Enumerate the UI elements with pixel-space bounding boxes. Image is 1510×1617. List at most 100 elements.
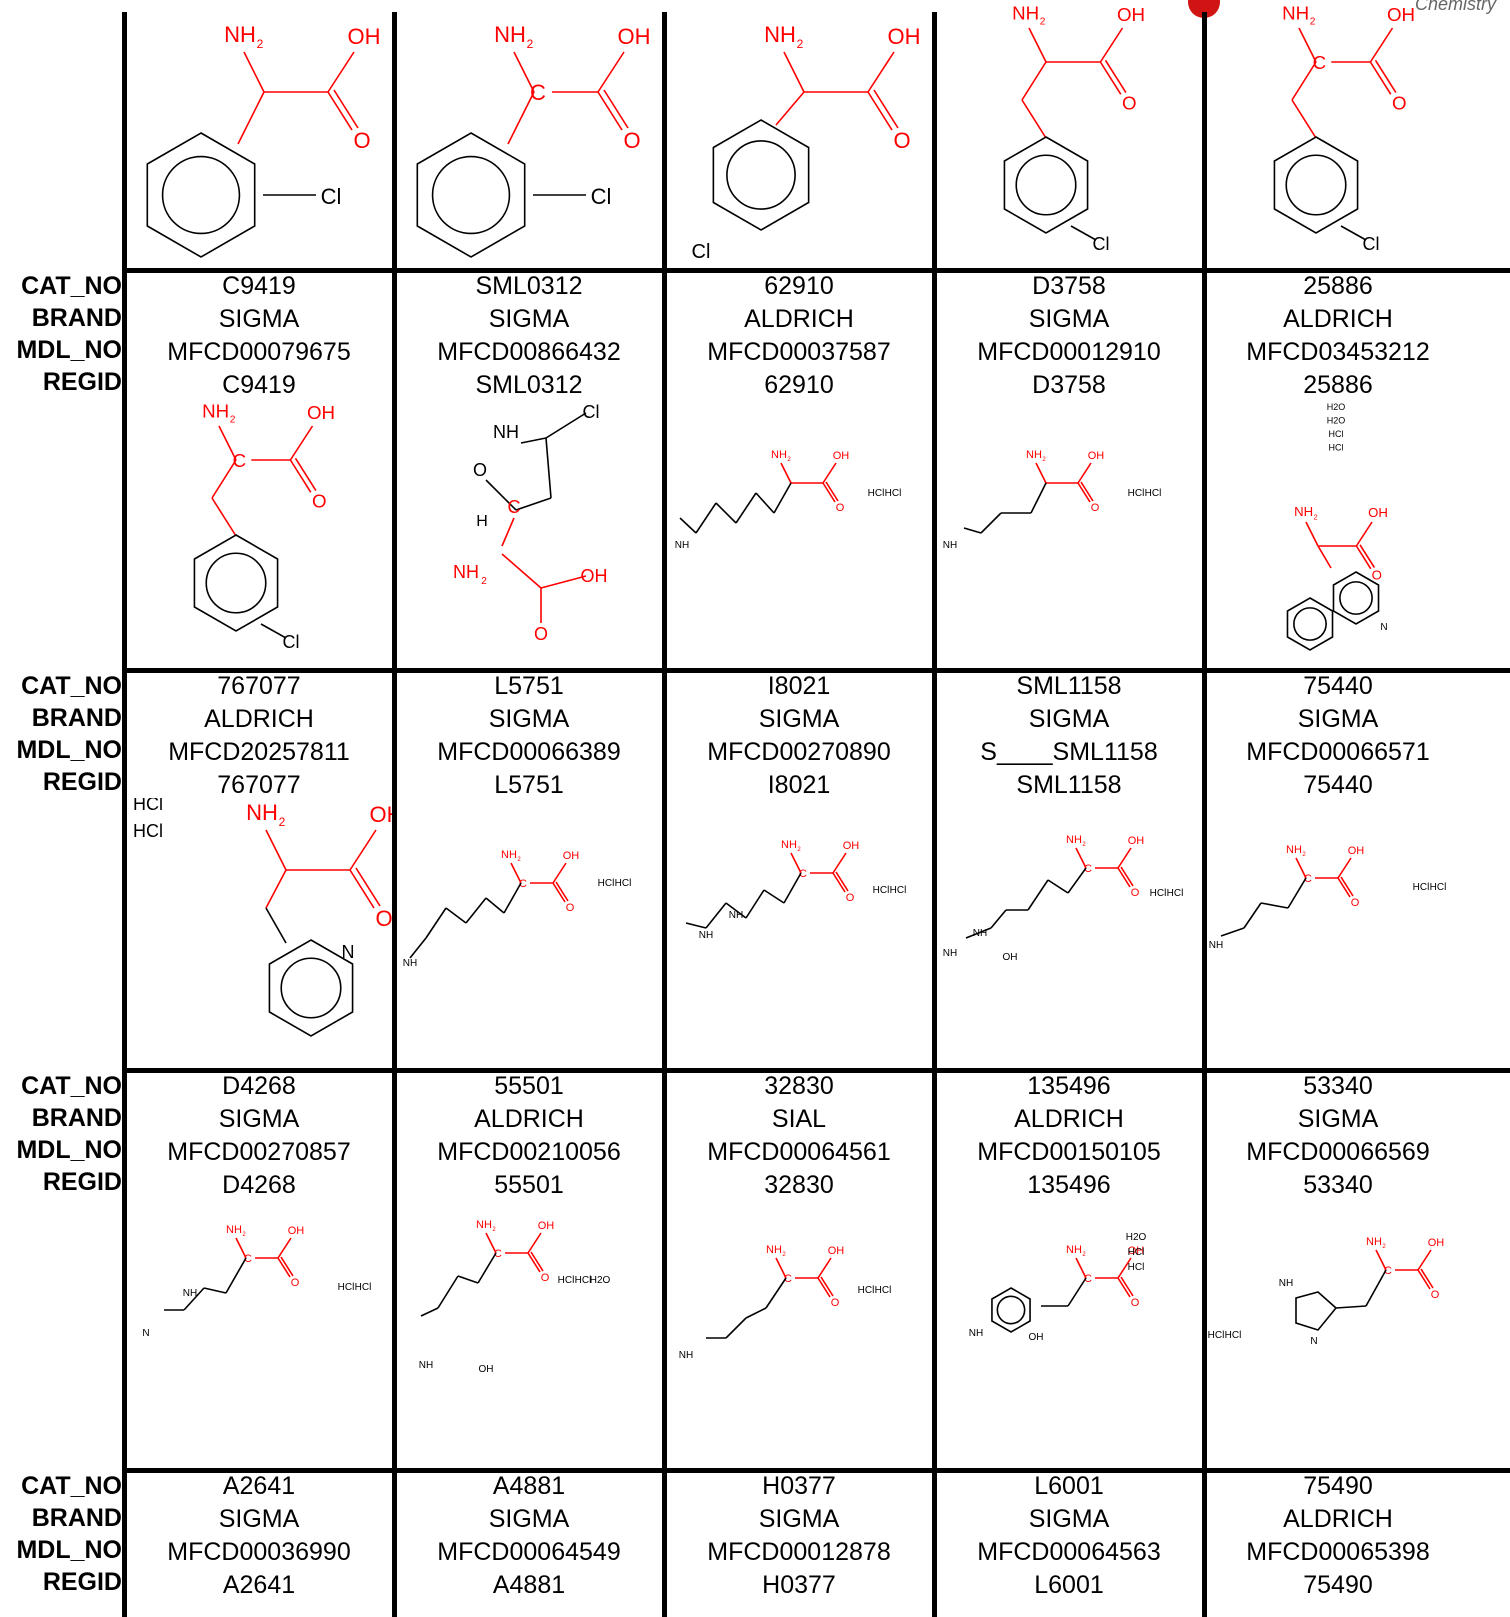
product-mdl: MFCD03453212 (1246, 338, 1430, 366)
bond-line (1027, 879, 1049, 911)
aromatic-circle (1285, 154, 1347, 216)
bond-line (552, 862, 567, 884)
product-cat: 53340 (1303, 1072, 1373, 1100)
field-label-regid: REGID (42, 1568, 122, 1596)
oxo-label: O (1431, 1289, 1440, 1301)
product-mdl: MFCD00036990 (167, 1538, 351, 1566)
benzene-ring (1003, 136, 1089, 234)
chiral-center-label: C (799, 868, 807, 880)
amine-label: NH (246, 800, 278, 825)
product-cat: 135496 (1027, 1072, 1111, 1100)
chloro-label: Cl (591, 184, 612, 209)
chiral-center-label: C (1084, 1273, 1092, 1285)
bond-line (1243, 902, 1262, 929)
chain-amine-label: NH (969, 1328, 983, 1339)
bond-line (1417, 1269, 1431, 1290)
amine-label: NH (476, 1219, 492, 1231)
subscript-label: 2 (257, 37, 264, 51)
product-mdl: MFCD00012910 (977, 338, 1161, 366)
bond-line (485, 897, 505, 914)
bond-line (555, 881, 569, 902)
salt-label: HCl (1430, 882, 1447, 893)
bond-line (783, 51, 805, 93)
bond-line (333, 89, 359, 129)
grid-divider-vertical (932, 12, 937, 1617)
acid-label: OH (618, 24, 651, 49)
bond-line (485, 479, 517, 511)
chiral-center-label: C (494, 1248, 502, 1260)
bond-line (832, 872, 846, 893)
bond-line (203, 1287, 227, 1294)
bond-line (867, 51, 895, 93)
amine-label: NH (766, 1244, 782, 1256)
bond-line (545, 412, 587, 439)
chain-amine-label: NH (679, 1350, 693, 1361)
bond-line (603, 89, 629, 129)
bond-line (1117, 1277, 1131, 1298)
bond-line (825, 481, 839, 502)
product-regid: 62910 (764, 371, 834, 399)
salt-label: HCl (1128, 1262, 1145, 1273)
subscript-label: 2 (1314, 513, 1318, 522)
salt-label: HCl (1329, 429, 1344, 439)
product-brand: SIGMA (1028, 1505, 1110, 1533)
ring-nh-label: NH (493, 422, 519, 442)
salt-label: HCl (133, 798, 163, 814)
bond-line (725, 1317, 747, 1339)
amine-label: NH (764, 22, 796, 47)
bond-line (211, 497, 237, 537)
subscript-label: 2 (782, 1252, 786, 1258)
bond-line (822, 462, 837, 484)
acid-label: OH (288, 1225, 305, 1237)
bond-line (715, 502, 737, 524)
grid-divider-vertical (1202, 12, 1207, 1617)
amine-label: NH (1066, 834, 1082, 846)
product-brand: ALDRICH (204, 705, 314, 733)
bond-line (1030, 482, 1047, 514)
product-brand: SIGMA (488, 705, 570, 733)
bond-line (465, 897, 487, 924)
product-regid: 767077 (217, 771, 301, 799)
bond-line (780, 462, 792, 484)
product-brand: SIGMA (1297, 705, 1379, 733)
salt-label: HCl (1167, 888, 1184, 899)
brand-logo-icon (1188, 0, 1220, 18)
bond-line (1120, 866, 1134, 887)
bond-line (1359, 544, 1376, 569)
salt-label: HCl (873, 885, 890, 896)
oxo-label: O (1091, 502, 1100, 514)
chiral-center-label: C (1384, 1265, 1392, 1277)
chiral-center-label: C (508, 497, 521, 517)
bond-line (1305, 521, 1319, 547)
bond-line (1260, 902, 1289, 909)
bond-line (1067, 1277, 1087, 1307)
bond-line (832, 852, 847, 874)
bond-line (1340, 876, 1354, 897)
oxo-label: O (566, 902, 575, 914)
product-mdl: MFCD00270890 (707, 738, 891, 766)
amine-label: NH (771, 449, 787, 461)
product-regid: H0377 (762, 1571, 836, 1599)
subscript-label: 2 (797, 37, 804, 51)
oxo-label: O (541, 1272, 550, 1284)
bond-line (1337, 877, 1351, 898)
bond-line (685, 922, 707, 929)
field-label-brand: BRAND (31, 704, 122, 732)
amine-label: NH (224, 22, 256, 47)
bond-line (1365, 1269, 1387, 1307)
bond-line (1117, 847, 1132, 869)
product-cat: D4268 (222, 1072, 296, 1100)
chain-nh-label: NH (973, 928, 987, 939)
field-label-brand: BRAND (31, 304, 122, 332)
